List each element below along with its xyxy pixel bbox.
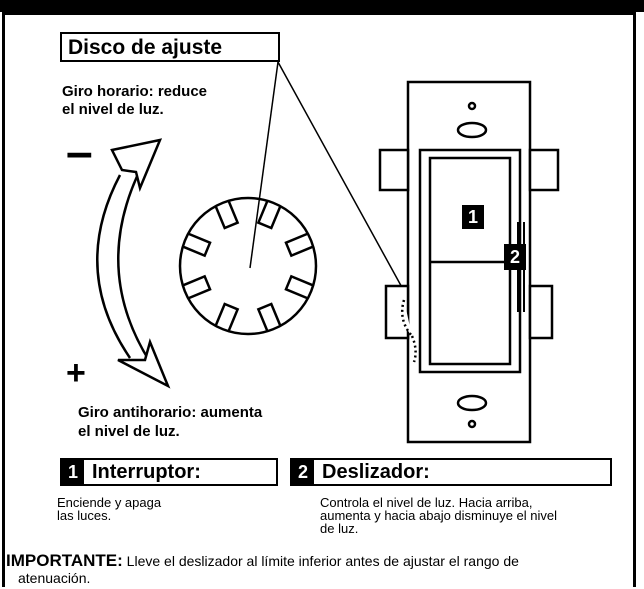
dial-notch xyxy=(284,232,314,258)
counterclockwise-line-1: Giro antihorario: aumenta xyxy=(78,404,263,421)
adjustment-dial-icon xyxy=(178,196,318,336)
slider-legend-number-badge: 2 xyxy=(292,460,314,484)
leader-line-dial xyxy=(249,61,279,269)
slider-desc-line-1: Controla el nivel de luz. Hacia arriba, xyxy=(320,495,533,510)
dial-notch xyxy=(182,274,212,300)
slider-desc-line-2: aumenta y hacia abajo disminuye el nivel xyxy=(320,508,558,523)
important-text: Lleve el deslizador al límite inferior a… xyxy=(122,553,519,569)
switch-desc-line-2: las luces. xyxy=(57,508,112,523)
clockwise-line-2: el nivel de luz. xyxy=(62,101,164,118)
title-box: Disco de ajuste xyxy=(60,32,280,62)
rotation-arrow-icon xyxy=(96,138,171,389)
switch-number-badge: 1 xyxy=(62,460,84,484)
slider-number-badge: 2 xyxy=(504,244,526,270)
dial-notch xyxy=(182,232,212,258)
dial-notch xyxy=(256,200,282,230)
slider-desc-line-3: de luz. xyxy=(320,521,359,536)
important-note: IMPORTANTE: Lleve el deslizador al límit… xyxy=(6,552,519,570)
top-border xyxy=(0,0,644,12)
slider-title: Deslizador: xyxy=(322,461,430,483)
dial-notch xyxy=(256,302,282,332)
diagram-frame xyxy=(2,12,636,587)
important-note-line-2: atenuación. xyxy=(18,570,91,586)
minus-symbol: – xyxy=(66,126,93,179)
important-label: IMPORTANTE: xyxy=(6,551,123,570)
clockwise-line-1: Giro horario: reduce xyxy=(62,83,208,100)
leader-line-device xyxy=(277,61,411,303)
switch-title: Interruptor: xyxy=(92,461,201,483)
rocker-number-badge: 1 xyxy=(462,205,484,229)
dial-notch xyxy=(284,274,314,300)
counterclockwise-line-2: el nivel de luz. xyxy=(78,423,180,440)
slider-legend-box: 2 Deslizador: xyxy=(290,458,612,486)
plus-symbol: + xyxy=(66,354,86,392)
page-title: Disco de ajuste xyxy=(68,36,223,59)
dial-notch xyxy=(214,200,240,230)
dial-notch xyxy=(214,302,240,332)
switch-desc-line-1: Enciende y apaga xyxy=(57,495,162,510)
dimmer-switch-icon xyxy=(378,80,560,444)
switch-legend-box: 1 Interruptor: xyxy=(60,458,278,486)
